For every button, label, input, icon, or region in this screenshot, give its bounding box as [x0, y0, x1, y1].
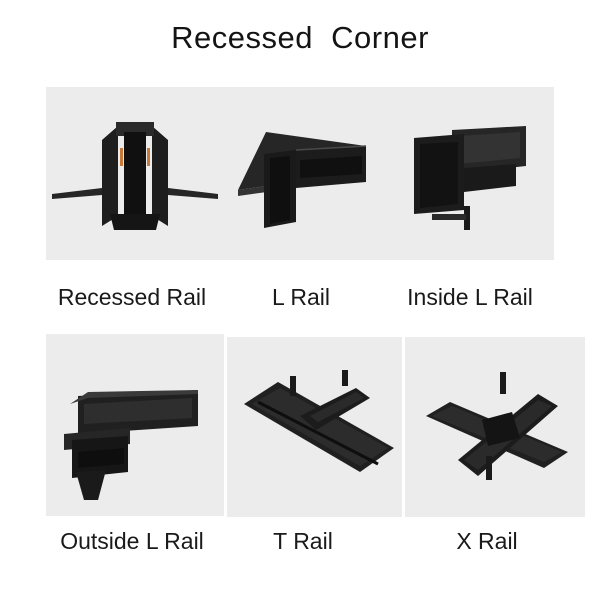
inside-l-rail-image	[412, 122, 530, 234]
page-title: Recessed Corner	[171, 20, 429, 55]
label-recessed-rail: Recessed Rail	[57, 284, 207, 310]
label-x-rail: X Rail	[456, 528, 518, 554]
l-rail-image	[234, 124, 369, 234]
label-l-rail: L Rail	[272, 284, 330, 310]
x-rail-image	[422, 372, 572, 484]
label-outside-l-rail: Outside L Rail	[60, 528, 204, 554]
label-inside-l-rail: Inside L Rail	[407, 284, 533, 310]
label-t-rail: T Rail	[273, 528, 333, 554]
t-rail-image	[238, 370, 398, 480]
recessed-rail-image	[50, 118, 220, 238]
outside-l-rail-image	[58, 374, 208, 502]
